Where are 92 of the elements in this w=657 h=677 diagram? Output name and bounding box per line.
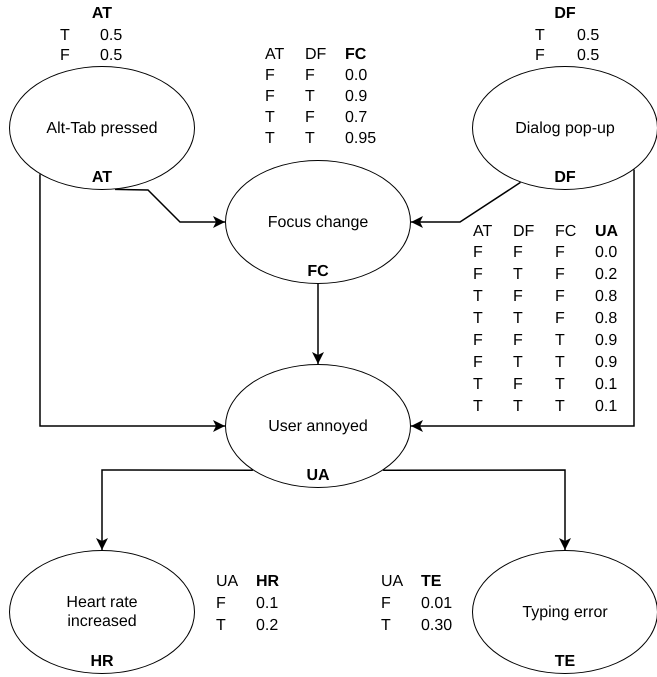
table-cell: T xyxy=(513,353,523,372)
table-cell: F xyxy=(513,287,523,306)
table-cell: T xyxy=(513,309,523,328)
table-cell: T xyxy=(265,129,275,148)
table-cell: T xyxy=(513,265,523,284)
table-cell: T xyxy=(555,353,565,372)
table-cell: FC xyxy=(555,222,576,241)
table-cell: 0.95 xyxy=(345,129,376,148)
table-cell: 0.8 xyxy=(595,287,618,306)
table-cell: 0.0 xyxy=(345,66,368,85)
table-cell: 0.9 xyxy=(595,353,618,372)
table-cell: 0.2 xyxy=(256,616,278,635)
table-cell: 0.2 xyxy=(595,265,618,284)
table-cell: F xyxy=(555,243,565,262)
table-cell: T xyxy=(473,287,483,306)
table-cell: F xyxy=(473,331,483,350)
node-label: Alt-Tab pressed xyxy=(46,118,158,138)
table-cell: T xyxy=(60,26,70,45)
node-abbreviation: UA xyxy=(306,467,330,485)
arrow xyxy=(411,170,635,432)
node-abbreviation: DF xyxy=(554,169,576,187)
table-header: TE xyxy=(421,572,442,591)
arrow xyxy=(312,284,324,364)
table-cell: 0.9 xyxy=(595,331,618,350)
table-cell: AT xyxy=(473,222,492,241)
table-cell: 0.1 xyxy=(595,397,618,416)
table-cell: F xyxy=(265,66,275,85)
table-cell: T xyxy=(305,87,315,106)
table-cell: T xyxy=(216,616,226,635)
table-cell: T xyxy=(555,331,565,350)
table-cell: F xyxy=(265,87,275,106)
table-cell: F xyxy=(473,265,483,284)
table-header: FC xyxy=(345,45,366,64)
arrow xyxy=(115,188,225,228)
table-cell: F xyxy=(60,46,70,65)
table-cell: F xyxy=(555,265,565,284)
node-abbreviation: AT xyxy=(92,169,112,187)
table-cell: T xyxy=(555,397,565,416)
table-cell: T xyxy=(305,129,315,148)
table-cell: AT xyxy=(265,45,284,64)
table-cell: F xyxy=(305,66,315,85)
table-cell: 0.1 xyxy=(595,375,618,394)
table-cell: T xyxy=(535,26,545,45)
table-cell: F xyxy=(473,243,483,262)
table-cell: T xyxy=(473,375,483,394)
table-header: HR xyxy=(256,572,280,591)
table-cell: 0.5 xyxy=(577,26,600,45)
arrow xyxy=(39,174,225,432)
node-abbreviation: TE xyxy=(554,653,576,671)
table-cell: 0.8 xyxy=(595,309,618,328)
table-cell: 0.1 xyxy=(256,594,278,613)
node-label: Typing error xyxy=(522,602,608,622)
table-cell: F xyxy=(216,594,226,613)
table-cell: 0.0 xyxy=(595,243,618,262)
arrow xyxy=(383,469,571,550)
table-cell: T xyxy=(513,397,523,416)
table-header: DF xyxy=(554,4,576,23)
table-cell: F xyxy=(513,375,523,394)
table-cell: F xyxy=(473,353,483,372)
table-cell: 0.5 xyxy=(577,46,600,65)
table-cell: F xyxy=(513,331,523,350)
table-cell: DF xyxy=(513,222,534,241)
table-cell: F xyxy=(535,46,545,65)
table-cell: 0.5 xyxy=(100,26,122,45)
table-cell: F xyxy=(381,594,391,613)
node-label: Heart rate increased xyxy=(65,593,139,631)
table-cell: T xyxy=(381,616,391,635)
node-label: Focus change xyxy=(268,212,368,232)
arrow xyxy=(96,469,253,550)
table-cell: 0.9 xyxy=(345,87,368,106)
node-label: User annoyed xyxy=(268,416,368,436)
table-cell: T xyxy=(473,309,483,328)
table-cell: UA xyxy=(216,572,238,591)
table-cell: UA xyxy=(381,572,404,591)
table-header: AT xyxy=(92,4,112,23)
table-cell: 0.30 xyxy=(421,616,452,635)
table-cell: T xyxy=(555,375,565,394)
table-cell: DF xyxy=(305,45,326,64)
arrow xyxy=(411,182,521,228)
table-cell: 0.7 xyxy=(345,108,368,127)
table-cell: T xyxy=(473,397,483,416)
node-label: Dialog pop-up xyxy=(515,118,615,138)
table-cell: T xyxy=(265,108,275,127)
table-header: UA xyxy=(595,222,618,241)
node-abbreviation: FC xyxy=(307,263,329,281)
table-cell: F xyxy=(513,243,523,262)
table-cell: 0.01 xyxy=(421,594,452,613)
node-abbreviation: HR xyxy=(90,653,114,671)
table-cell: 0.5 xyxy=(100,46,122,65)
table-cell: F xyxy=(555,309,565,328)
table-cell: F xyxy=(305,108,315,127)
table-cell: F xyxy=(555,287,565,306)
